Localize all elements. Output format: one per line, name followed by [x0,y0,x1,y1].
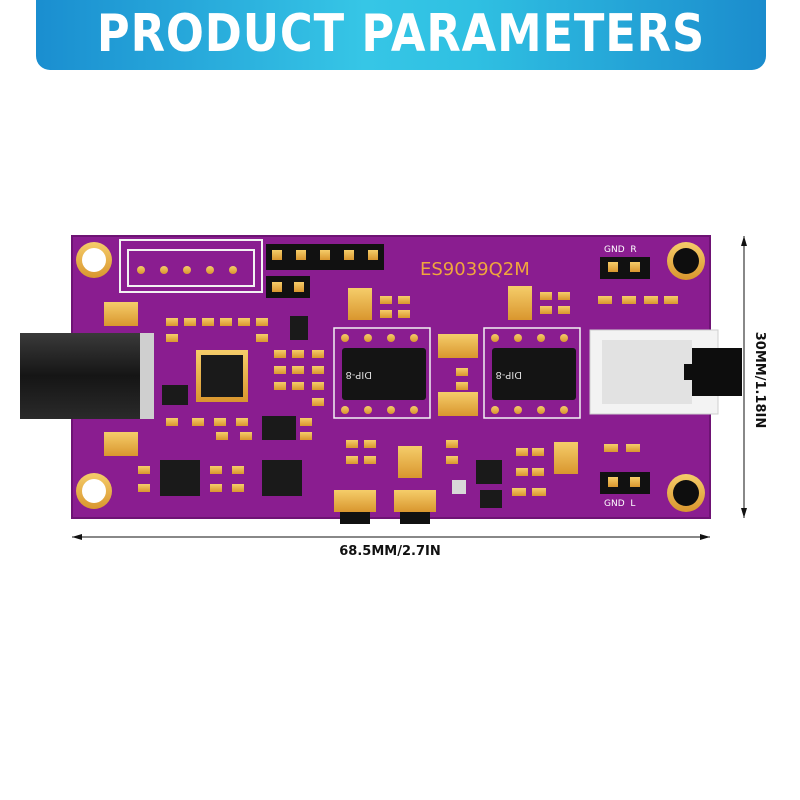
dc-power-jack [20,333,154,419]
right-header-bottom: GND L [600,472,650,509]
mounting-holes [76,242,705,512]
smd-components [138,292,678,496]
dip8-label-left: DIP-8 [346,369,372,380]
banner-title: PRODUCT PARAMETERS [96,4,706,64]
jst-connector [119,239,263,293]
right-header-top: GND R [600,245,650,279]
width-dimension: 68.5MM/2.7IN [72,534,710,559]
pin-header [266,244,384,298]
capacitors [104,286,578,478]
optical-module [589,329,742,415]
height-label: 30MM/1.18IN [752,332,767,429]
pin-label-top: GND R [604,245,637,255]
pin-label-bottom: GND L [604,499,635,509]
soic-chips [160,316,502,508]
bottom-connectors [334,480,466,524]
dac-chip [196,350,248,402]
width-label: 68.5MM/2.7IN [339,544,440,559]
dip8-chip-left: DIP-8 [333,327,431,419]
dip8-label-right: DIP-8 [496,369,522,380]
chip-label: ES9039Q2M [420,259,530,280]
dip8-chip-right: DIP-8 [483,327,581,419]
height-dimension: 30MM/1.18IN [741,236,767,518]
title-banner: PRODUCT PARAMETERS [36,0,766,70]
